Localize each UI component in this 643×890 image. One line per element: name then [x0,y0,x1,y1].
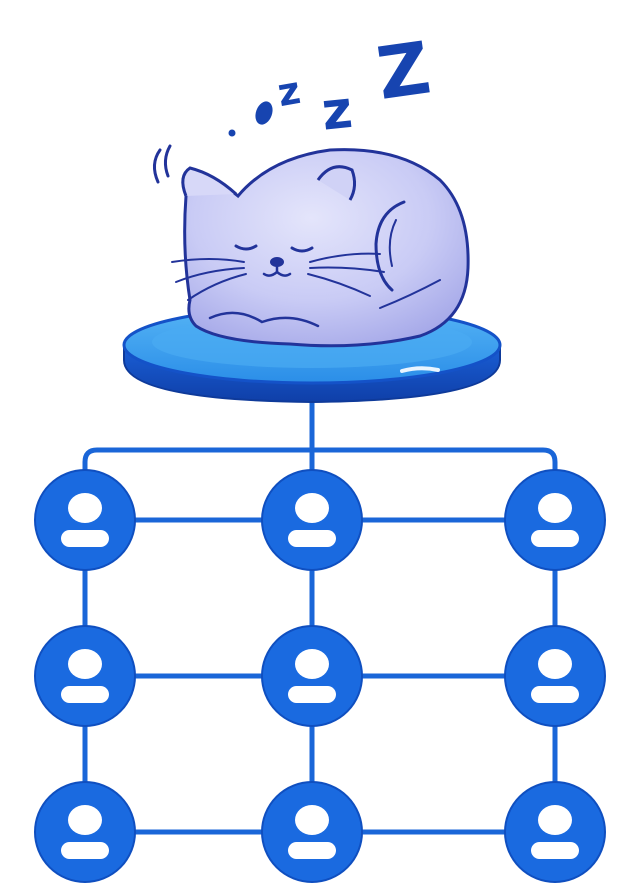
user-icon-head [538,805,572,835]
user-icon-head [295,649,329,679]
cat-body-crease [379,279,441,309]
user-icon [288,805,336,859]
user-icon-body [531,686,579,703]
user-icon-head [295,493,329,523]
cat-right-eye [290,246,314,253]
top-bus-line [82,447,558,523]
user-node [261,781,363,883]
user-icon-head [538,493,572,523]
user-icon-head [68,805,102,835]
user-icon-head [538,649,572,679]
sleeping-cat-icon [153,144,470,348]
user-icon-head [295,805,329,835]
cat-nose [270,257,284,267]
user-icon-body [531,530,579,547]
sleep-letter-z-medium: z [319,80,355,143]
user-node [504,781,606,883]
network-connectors [82,392,558,835]
user-node [34,469,136,571]
user-icon [61,493,109,547]
cat-tail [374,200,406,292]
user-node [504,625,606,727]
user-node [34,625,136,727]
user-icon-body [61,842,109,859]
user-node [261,469,363,571]
user-icon-body [288,686,336,703]
cat-left-eye [234,244,258,251]
user-icon-body [61,530,109,547]
user-icon [531,493,579,547]
user-node [261,625,363,727]
sleep-letter-z-large: Z [372,26,435,116]
user-icon [531,805,579,859]
user-node [34,781,136,883]
user-icon [61,805,109,859]
cat-paws [208,311,320,328]
sleep-dot-small [228,129,236,137]
user-icon [61,649,109,703]
cat-left-ear [181,166,238,197]
sleep-dot-large [255,101,273,125]
user-icon-head [68,649,102,679]
user-icon-body [288,842,336,859]
cat-tail-inner [388,219,397,267]
cat-right-ear [316,165,357,201]
sleep-zzz: z z Z [228,26,435,143]
user-node [504,469,606,571]
user-icon-body [288,530,336,547]
cat-mouth [262,264,292,277]
user-icon [531,649,579,703]
twitch-mark [163,144,172,178]
platform-highlight [400,366,440,373]
user-icon-head [68,493,102,523]
user-icon-body [61,686,109,703]
user-icon [288,649,336,703]
user-icon [288,493,336,547]
twitch-mark [153,148,162,184]
user-icon-body [531,842,579,859]
sleep-letter-z-small: z [274,68,303,115]
cat-whiskers [171,252,385,301]
user-node-grid [34,469,606,883]
